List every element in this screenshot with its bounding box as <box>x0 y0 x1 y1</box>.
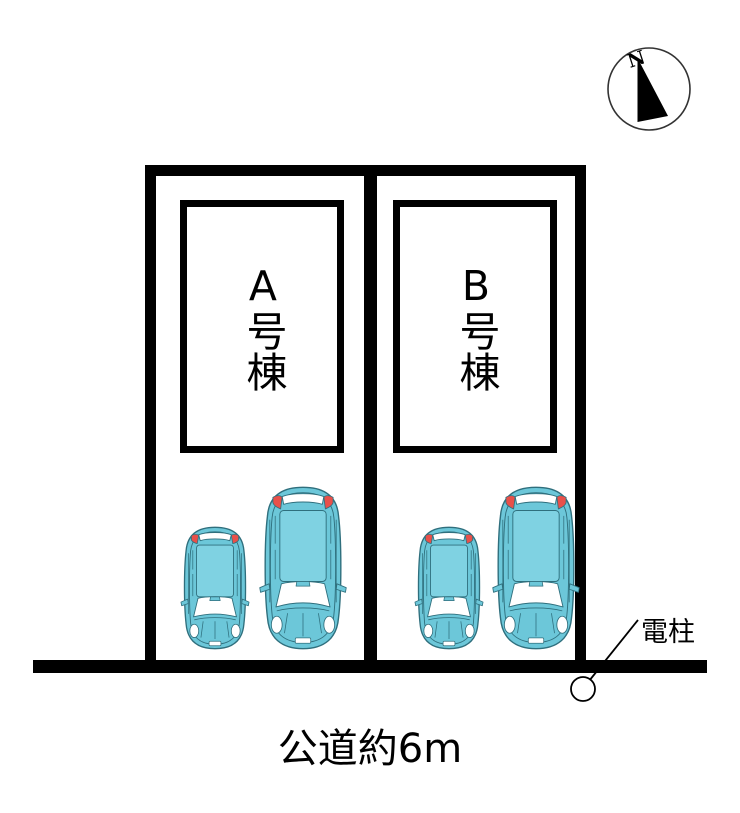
car-a-small <box>180 526 250 650</box>
utility-pole-label: 電柱 <box>641 617 695 648</box>
utility-pole-circle-icon <box>570 676 596 702</box>
building-footprint-a: A号棟 <box>180 200 344 453</box>
compass-north-icon: N <box>606 46 692 132</box>
building-label-a: A号棟 <box>238 261 287 392</box>
car-b-small <box>414 526 484 650</box>
building-footprint-b: B号棟 <box>393 200 557 453</box>
car-b-large <box>492 486 580 650</box>
public-road-line <box>33 660 707 673</box>
compass-north-label: N <box>625 46 648 72</box>
car-a-large <box>259 486 347 650</box>
site-wall-right <box>575 165 586 667</box>
public-road-label: 公道約6m <box>277 726 463 772</box>
site-wall-divider <box>364 165 377 667</box>
building-label-b: B号棟 <box>451 261 500 392</box>
utility-pole-leader-line <box>584 619 639 687</box>
utility-pole-marker <box>570 619 639 702</box>
site-wall-left <box>145 165 156 667</box>
